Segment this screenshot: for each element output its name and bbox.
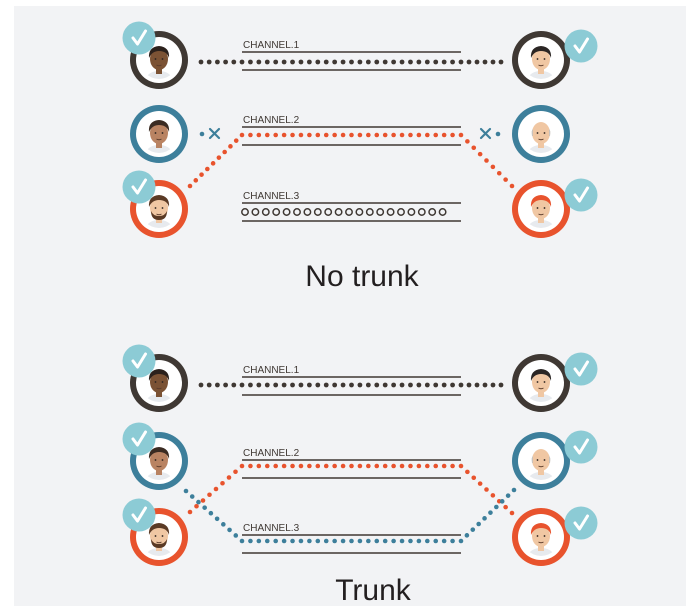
check-badge-icon	[564, 352, 598, 386]
channel-3: CHANNEL.3	[242, 191, 461, 222]
user-avatar-right-2	[512, 430, 598, 490]
person-face-icon	[522, 518, 560, 556]
user-layer	[122, 21, 598, 566]
channel-label: CHANNEL.3	[243, 191, 300, 202]
person-face-icon	[522, 442, 560, 480]
check-badge-icon	[122, 344, 156, 378]
idle-channel-slots	[241, 208, 447, 216]
person-face-icon	[522, 364, 560, 402]
block-x-icon	[208, 127, 221, 140]
connection-user3	[187, 132, 515, 189]
channel-label: CHANNEL.1	[243, 365, 300, 376]
check-badge-icon	[564, 506, 598, 540]
user-avatar-right-2	[512, 105, 570, 163]
caption-layer: No trunk Trunk	[305, 260, 419, 607]
check-badge-icon	[122, 422, 156, 456]
block-x-icon	[479, 127, 492, 140]
check-badge-icon	[564, 29, 598, 63]
channel-layer: CHANNEL.1CHANNEL.2CHANNEL.3CHANNEL.1CHAN…	[241, 40, 461, 554]
connection-layer	[183, 59, 517, 544]
person-face-icon	[522, 41, 560, 79]
channel-1: CHANNEL.1	[242, 365, 461, 396]
check-badge-icon	[122, 498, 156, 532]
channel-label: CHANNEL.2	[243, 448, 300, 459]
person-face-icon	[522, 190, 560, 228]
person-face-icon	[522, 115, 560, 153]
channel-2: CHANNEL.2	[242, 448, 461, 479]
blocked-connection-right	[479, 127, 501, 140]
user-avatar-right-1	[512, 29, 598, 89]
channel-label: CHANNEL.1	[243, 40, 300, 51]
blocked-connection-left	[199, 127, 221, 140]
check-badge-icon	[564, 178, 598, 212]
channel-1: CHANNEL.1	[242, 40, 461, 71]
user-avatar-right-1	[512, 352, 598, 412]
channel-label: CHANNEL.2	[243, 115, 300, 126]
user-avatar-left-1	[122, 21, 188, 89]
user-avatar-left-1	[122, 344, 188, 412]
user-avatar-left-3	[122, 498, 188, 566]
channel-3: CHANNEL.3	[242, 523, 461, 554]
check-badge-icon	[122, 170, 156, 204]
person-face-icon	[140, 115, 178, 153]
user-avatar-right-3	[512, 506, 598, 566]
section-caption-trunk: Trunk	[335, 574, 412, 607]
section-caption-no-trunk: No trunk	[305, 260, 419, 293]
user-avatar-left-3	[122, 170, 188, 238]
user-avatar-left-2	[130, 105, 188, 163]
connection-user1	[198, 59, 504, 65]
user-avatar-right-3	[512, 178, 598, 238]
trunk-connection-user1	[198, 382, 504, 388]
check-badge-icon	[564, 430, 598, 464]
trunk-connection-user3	[187, 463, 515, 516]
person-face-icon	[140, 442, 178, 480]
channel-2: CHANNEL.2	[242, 115, 461, 146]
check-badge-icon	[122, 21, 156, 55]
channel-label: CHANNEL.3	[243, 523, 300, 534]
trunk-connection-user2	[183, 487, 517, 544]
user-avatar-left-2	[122, 422, 188, 490]
